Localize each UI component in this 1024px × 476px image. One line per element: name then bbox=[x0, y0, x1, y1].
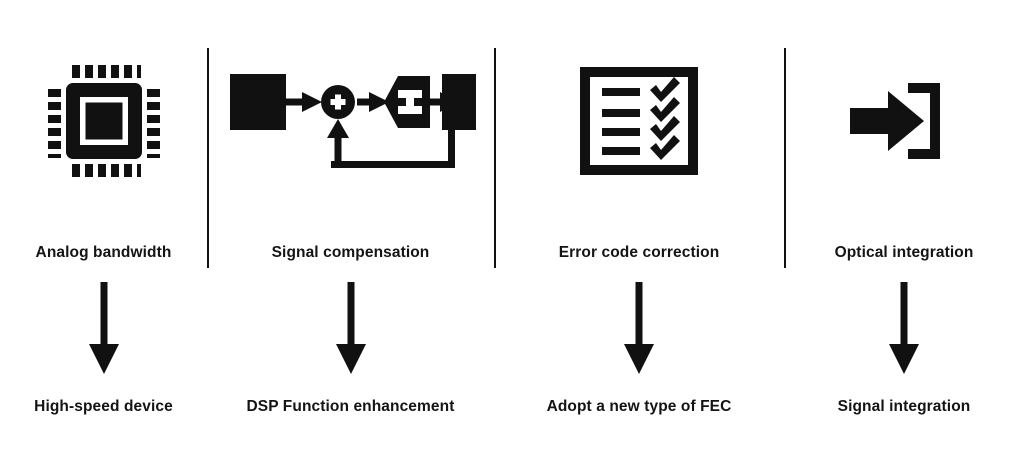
column-divider-3 bbox=[784, 48, 786, 268]
checklist-icon bbox=[580, 67, 698, 175]
column-outcome-signal-integration: Signal integration bbox=[837, 398, 971, 415]
signal-feedback-block-diagram-icon bbox=[229, 74, 476, 168]
down-arrow-icon bbox=[624, 282, 654, 374]
column-optical-integration: Optical integration Signal integration bbox=[784, 0, 1024, 476]
column-error-code-correction: Error code correction Adopt a new type o… bbox=[494, 0, 784, 476]
checklist-icon-wrap bbox=[494, 46, 784, 196]
down-arrow-icon bbox=[88, 282, 119, 374]
column-label-analog-bandwidth: Analog bandwidth bbox=[35, 244, 172, 261]
column-label-optical-integration: Optical integration bbox=[834, 244, 974, 261]
microchip-icon bbox=[47, 65, 160, 177]
down-arrow-wrap-1 bbox=[0, 282, 207, 382]
column-outcome-adopt-new-fec: Adopt a new type of FEC bbox=[546, 398, 732, 415]
signal-feedback-block-diagram-icon-wrap bbox=[207, 46, 494, 196]
microchip-icon-wrap bbox=[0, 46, 207, 196]
down-arrow-icon bbox=[335, 282, 366, 374]
down-arrow-wrap-2 bbox=[207, 282, 494, 382]
column-divider-1 bbox=[207, 48, 209, 268]
column-outcome-high-speed-device: High-speed device bbox=[34, 398, 173, 415]
column-label-error-code-correction: Error code correction bbox=[558, 244, 720, 261]
column-label-signal-compensation: Signal compensation bbox=[271, 244, 430, 261]
column-divider-2 bbox=[494, 48, 496, 268]
arrow-into-bracket-icon bbox=[850, 83, 940, 159]
down-arrow-wrap-3 bbox=[494, 282, 784, 382]
column-outcome-dsp-function-enhancement: DSP Function enhancement bbox=[246, 398, 455, 415]
column-analog-bandwidth: Analog bandwidth High-speed device bbox=[0, 0, 207, 476]
down-arrow-icon bbox=[889, 282, 919, 374]
column-signal-compensation: Signal compensation DSP Function enhance… bbox=[207, 0, 494, 476]
down-arrow-wrap-4 bbox=[784, 282, 1024, 382]
arrow-into-bracket-icon-wrap bbox=[784, 46, 1024, 196]
